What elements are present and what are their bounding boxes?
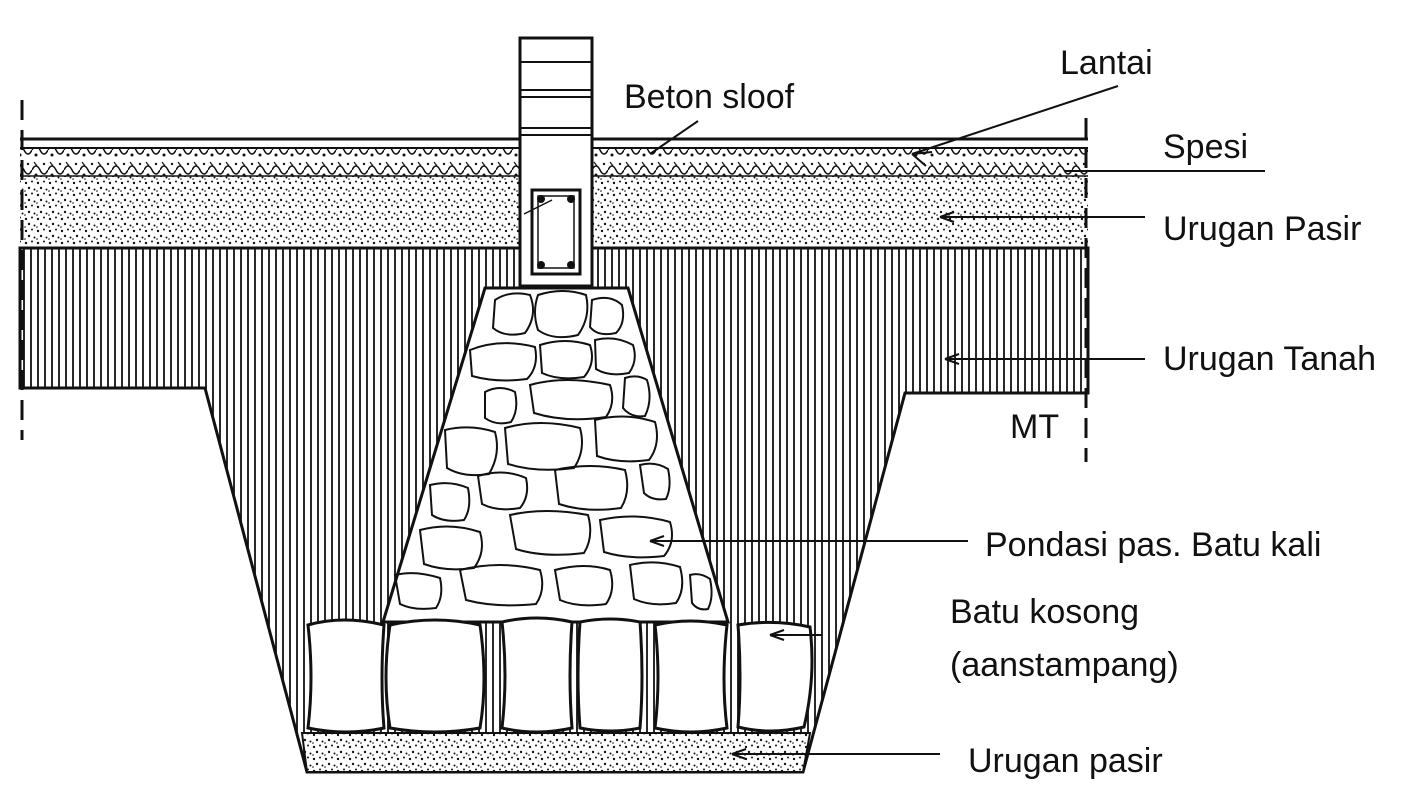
label-aanstampang: (aanstampang) — [950, 646, 1179, 684]
label-batu-kosong: Batu kosong — [950, 593, 1139, 631]
leader-lines — [649, 85, 1265, 760]
label-lantai: Lantai — [1060, 44, 1153, 82]
sloof-column — [518, 36, 594, 288]
label-pondasi: Pondasi pas. Batu kali — [985, 526, 1321, 564]
label-urugan-tanah: Urugan Tanah — [1163, 340, 1376, 378]
label-urugan-pasir-top: Urugan Pasir — [1163, 210, 1361, 248]
loose-stone-row — [306, 616, 814, 734]
label-mt: MT — [1010, 408, 1059, 446]
label-beton-sloof: Beton sloof — [624, 78, 795, 116]
section-edge-marks — [20, 100, 1088, 462]
label-urugan-pasir-bottom: Urugan pasir — [968, 742, 1163, 780]
label-spesi: Spesi — [1163, 128, 1248, 166]
stone-foundation — [380, 286, 731, 624]
